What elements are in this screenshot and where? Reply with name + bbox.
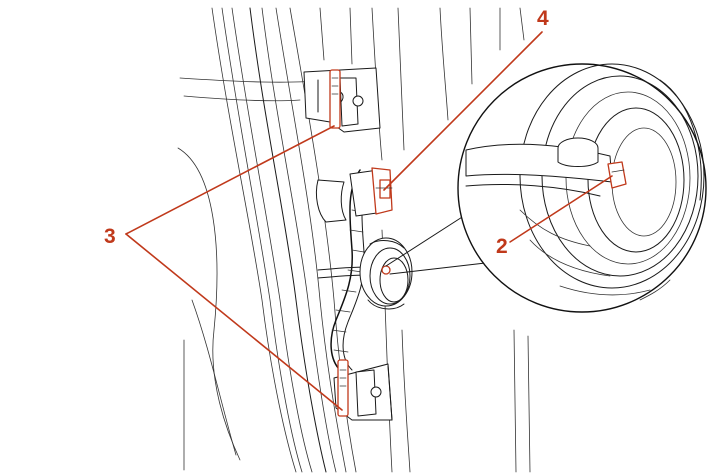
callout-2: 2 — [496, 235, 508, 258]
leader-3-lower — [125, 233, 343, 411]
electrical-connector — [349, 167, 393, 217]
detail-magnifier-circle — [457, 63, 707, 313]
leader-4 — [383, 31, 543, 191]
callout-leaders — [125, 31, 613, 411]
wiring-harness — [315, 169, 385, 371]
upper-hinge-bolt — [329, 69, 341, 129]
upper-hinge — [303, 67, 381, 133]
magnified-detail — [385, 63, 707, 313]
rubber-grommet — [359, 237, 413, 310]
callout-4: 4 — [537, 7, 549, 30]
leader-2 — [509, 175, 613, 243]
lower-hinge — [333, 359, 393, 421]
callout-3: 3 — [104, 225, 116, 248]
door-panel-lines — [177, 7, 531, 473]
detail-retaining-clip — [607, 161, 627, 189]
grommet-retaining-clip — [381, 265, 391, 275]
leader-3-upper — [125, 125, 335, 235]
lower-hinge-bolt — [337, 359, 349, 417]
